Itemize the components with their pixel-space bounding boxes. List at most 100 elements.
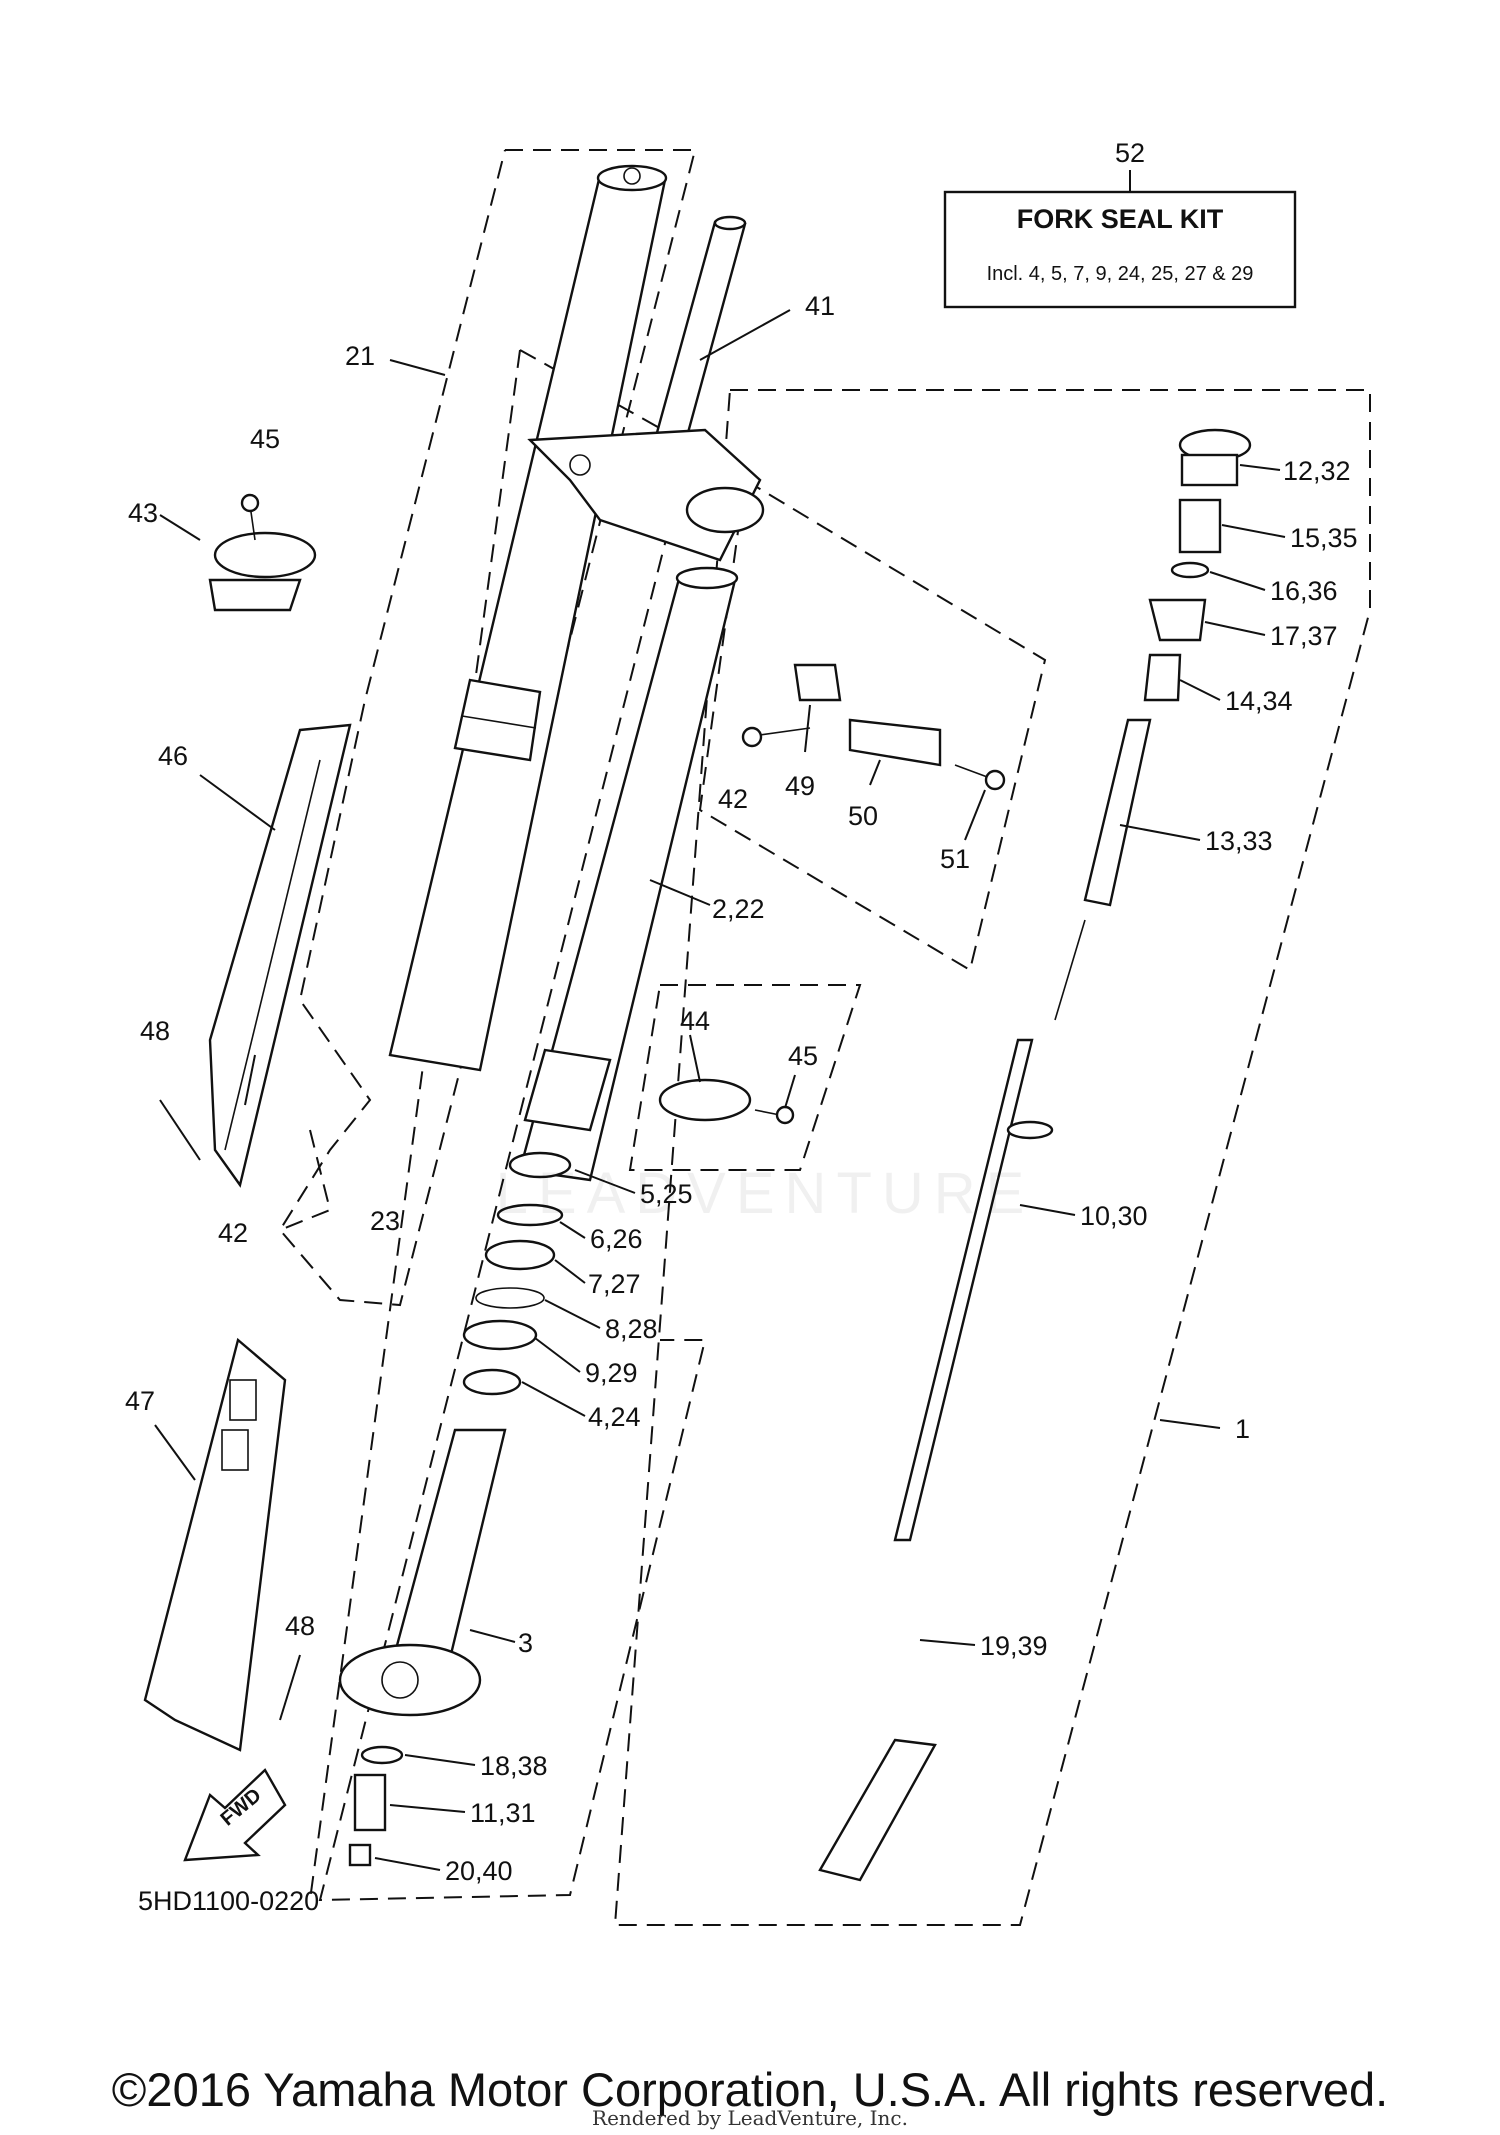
- boundary-guard-bracket: [698, 479, 1047, 972]
- fork-seal-kit-box: 52 FORK SEAL KIT Incl. 4, 5, 7, 9, 24, 2…: [943, 138, 1297, 309]
- kit-number: 52: [1115, 138, 1145, 168]
- circlip: [475, 1287, 545, 1309]
- fork-guard-upper: [208, 723, 352, 1188]
- boundary-inner-fork-left: [309, 349, 521, 1901]
- callout-11-31: 11,31: [470, 1798, 536, 1828]
- clamp-44-bolt: [754, 1109, 781, 1116]
- leader-12: [1239, 464, 1281, 471]
- clamp-43: [208, 493, 317, 612]
- callout-5-25: 5,25: [640, 1179, 693, 1209]
- boundary-cartridge-group: [613, 389, 1371, 1926]
- leader-4: [521, 1381, 586, 1417]
- callout-3: 3: [518, 1628, 533, 1658]
- guard-47-slot-2: [221, 1429, 249, 1471]
- diagram-code: 5HD1100-0220: [138, 1886, 319, 1916]
- damper-rod-10: [893, 1038, 1034, 1542]
- leader-45b: [784, 1074, 796, 1109]
- leader-lines: [154, 309, 1286, 1871]
- leader-2: [649, 879, 711, 906]
- leader-21: [389, 359, 446, 376]
- callout-45-lower: 45: [788, 1041, 818, 1071]
- leader-15: [1221, 524, 1286, 538]
- kit-box-frame: [943, 190, 1297, 309]
- leader-7: [554, 1259, 586, 1284]
- guard-bracket-parts: [741, 663, 1006, 791]
- watermark-text: LEADVENTURE: [495, 1161, 1035, 1226]
- leader-23: [244, 1054, 256, 1106]
- bolt-51-head: [984, 769, 1006, 791]
- block-50: [848, 718, 942, 767]
- callout-13-33: 13,33: [1205, 826, 1273, 856]
- outer-tube-band-line: [461, 715, 537, 729]
- callout-15-35: 15,35: [1290, 523, 1358, 553]
- callout-4-24: 4,24: [588, 1402, 641, 1432]
- guard-46-body: [208, 723, 352, 1188]
- spacer-13: [1083, 718, 1152, 907]
- callout-50: 50: [848, 801, 878, 831]
- bolt-42-head: [741, 726, 763, 748]
- bracket-49: [793, 663, 842, 702]
- leader-47: [154, 1424, 196, 1481]
- dust-seal: [462, 1319, 538, 1351]
- fork-guard-lower: [143, 1337, 287, 1752]
- leader-50: [869, 759, 881, 786]
- inner-tube-top: [675, 566, 739, 590]
- callout-51: 51: [940, 844, 970, 874]
- spring-19: [818, 1738, 937, 1882]
- callout-42-axle: 42: [218, 1218, 248, 1248]
- leader-9: [534, 1337, 581, 1373]
- bottom-screw: [348, 1843, 372, 1867]
- outer-tube-bushing-band: [453, 678, 542, 762]
- leader-41: [699, 309, 791, 361]
- leader-5: [574, 1169, 636, 1194]
- cartridge-parts: [818, 428, 1252, 1882]
- callout-42-bracket: 42: [718, 784, 748, 814]
- callout-12-32: 12,32: [1283, 456, 1351, 486]
- seat-17: [1148, 598, 1207, 642]
- leader-1: [1159, 1419, 1221, 1429]
- callout-44: 44: [680, 1006, 710, 1036]
- callout-20-40: 20,40: [445, 1856, 513, 1886]
- gasket: [360, 1745, 404, 1765]
- leader-6: [559, 1221, 586, 1239]
- callout-14-34: 14,34: [1225, 686, 1293, 716]
- slide-bushing: [508, 1151, 572, 1179]
- axle-hole: [381, 1661, 419, 1699]
- callout-21: 21: [345, 341, 375, 371]
- washer-16: [1170, 561, 1210, 579]
- callout-6-26: 6,26: [590, 1224, 643, 1254]
- rod-lower: [1054, 919, 1086, 1021]
- callout-43: 43: [128, 498, 158, 528]
- rendered-by-notice: Rendered by LeadVenture, Inc.: [592, 2106, 908, 2130]
- callout-18-38: 18,38: [480, 1751, 548, 1781]
- guard-46-edge: [224, 759, 321, 1151]
- leader-8: [544, 1299, 601, 1329]
- clamp-43-ring: [213, 531, 317, 579]
- bolt-51-shank: [954, 764, 991, 779]
- outer-tube-cap: [596, 164, 668, 192]
- callout-16-36: 16,36: [1270, 576, 1338, 606]
- clamp-43-base: [208, 578, 302, 612]
- cylinder-bolt: [353, 1773, 387, 1832]
- axle-bracket: [338, 1643, 482, 1717]
- outer-tube: [388, 164, 668, 1072]
- leader-17: [1204, 621, 1266, 636]
- callout-46: 46: [158, 741, 188, 771]
- leader-3: [469, 1629, 516, 1643]
- leader-48a: [159, 1099, 201, 1161]
- callout-10-30: 10,30: [1080, 1201, 1148, 1231]
- steering-stem-top: [713, 215, 747, 231]
- bolt-42-shank: [759, 727, 811, 736]
- oil-seal: [484, 1239, 556, 1271]
- boundary-axle-area: [279, 1129, 332, 1231]
- leader-16: [1209, 571, 1266, 591]
- callout-41: 41: [805, 291, 835, 321]
- leader-19: [919, 1639, 976, 1646]
- inner-tube: [518, 566, 739, 1182]
- callout-47: 47: [125, 1386, 155, 1416]
- callout-45-upper: 45: [250, 424, 280, 454]
- clamp-44-ring: [658, 1078, 752, 1122]
- cap-bolt-thread: [1180, 453, 1239, 487]
- boundary-inner-fork-group: [318, 349, 707, 1902]
